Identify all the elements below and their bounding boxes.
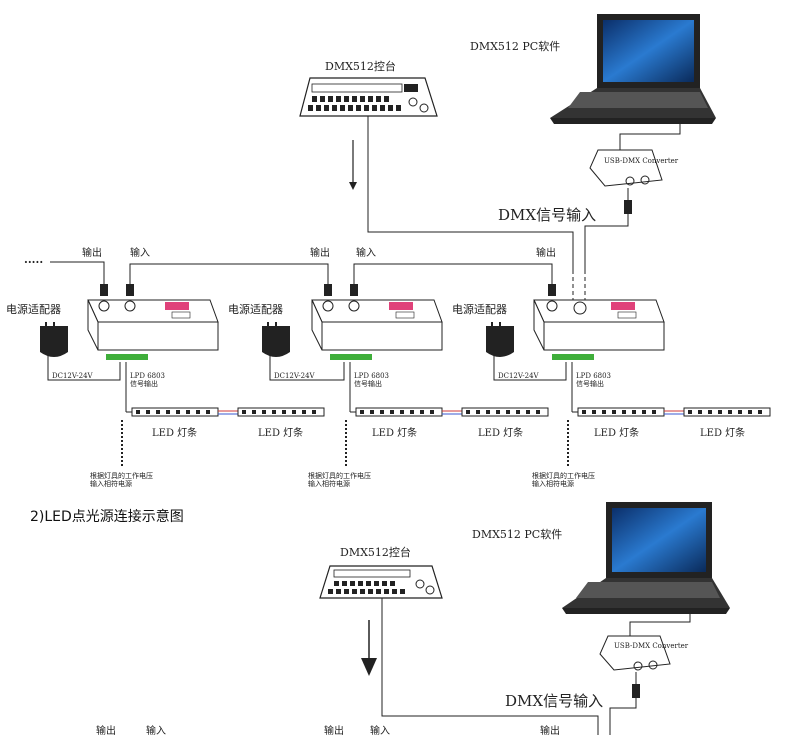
dmx-input-label-2: DMX信号输入 <box>505 692 603 710</box>
unit3-dc-label: DC12V-24V <box>498 372 540 380</box>
dmx-console-2 <box>319 565 443 599</box>
unit1-signal-2: 信号输出 <box>130 379 158 388</box>
decoder-unit-2 <box>311 284 443 360</box>
unit3-out-label: 输出 <box>536 246 556 259</box>
unit1-out-label: 输出 <box>82 246 102 259</box>
unit1-note-2: 输入相符电源 <box>90 479 132 488</box>
ellipsis: ····· <box>24 256 43 269</box>
unit1-led-strip-2 <box>237 407 325 417</box>
unit1-signal-1: LPD 6803 <box>130 372 165 380</box>
usb-dmx-converter: USB-DMX Converter <box>589 149 679 187</box>
unit1-power-adapter <box>40 322 68 357</box>
dmx-input-label: DMX信号输入 <box>498 206 596 224</box>
unit3-strip-label-1: LED 灯条 <box>594 426 639 439</box>
unit3-note-1: 根据灯具的工作电压 <box>532 471 595 480</box>
decoder-unit-1 <box>87 284 219 360</box>
dmx-console <box>299 77 438 117</box>
unit2-led-strip-1 <box>355 407 443 417</box>
laptop-2 <box>562 502 730 614</box>
bottom-label-5: 输出 <box>540 724 560 735</box>
unit2-out-label: 输出 <box>310 246 330 259</box>
pc-software-label: DMX512 PC软件 <box>470 39 560 53</box>
unit3-signal-2: 信号输出 <box>576 379 604 388</box>
unit2-led-strip-2 <box>461 407 549 417</box>
unit2-dc-label: DC12V-24V <box>274 372 316 380</box>
unit2-signal-1: LPD 6803 <box>354 372 389 380</box>
unit3-strip-label-2: LED 灯条 <box>700 426 745 439</box>
console-label: DMX512控台 <box>325 59 396 73</box>
unit1-note-1: 根据灯具的工作电压 <box>90 471 153 480</box>
bottom-label-4: 输入 <box>370 724 390 735</box>
usb-dmx-converter-2: USB-DMX Converter <box>599 635 689 671</box>
unit3-power-label: 电源适配器 <box>452 302 507 316</box>
unit3-note-2: 输入相符电源 <box>532 479 574 488</box>
bottom-label-3: 输出 <box>324 724 344 735</box>
unit2-strip-label-2: LED 灯条 <box>478 426 523 439</box>
decoder-unit-3 <box>533 284 665 360</box>
unit2-strip-label-1: LED 灯条 <box>372 426 417 439</box>
unit2-note-2: 输入相符电源 <box>308 479 350 488</box>
unit2-signal-2: 信号输出 <box>354 379 382 388</box>
unit1-strip-label-1: LED 灯条 <box>152 426 197 439</box>
converter-label: USB-DMX Converter <box>604 157 679 165</box>
pc-software-label-2: DMX512 PC软件 <box>472 527 562 541</box>
section-title: 2)LED点光源连接示意图 <box>30 509 184 525</box>
converter-label-2: USB-DMX Converter <box>614 642 689 650</box>
unit1-in-label: 输入 <box>130 246 150 259</box>
unit2-note-1: 根据灯具的工作电压 <box>308 471 371 480</box>
unit1-dc-label: DC12V-24V <box>52 372 94 380</box>
unit3-signal-1: LPD 6803 <box>576 372 611 380</box>
bottom-label-1: 输出 <box>96 724 116 735</box>
console-label-2: DMX512控台 <box>340 545 411 559</box>
unit2-in-label: 输入 <box>356 246 376 259</box>
unit3-led-strip-2 <box>683 407 771 417</box>
unit2-power-label: 电源适配器 <box>228 302 283 316</box>
unit1-strip-label-2: LED 灯条 <box>258 426 303 439</box>
unit1-power-label: 电源适配器 <box>6 302 61 316</box>
unit3-led-strip-1 <box>577 407 665 417</box>
laptop <box>550 14 716 124</box>
bottom-label-2: 输入 <box>146 724 166 735</box>
unit1-led-strip-1 <box>131 407 219 417</box>
unit2-power-adapter <box>262 322 290 357</box>
unit3-power-adapter <box>486 322 514 357</box>
